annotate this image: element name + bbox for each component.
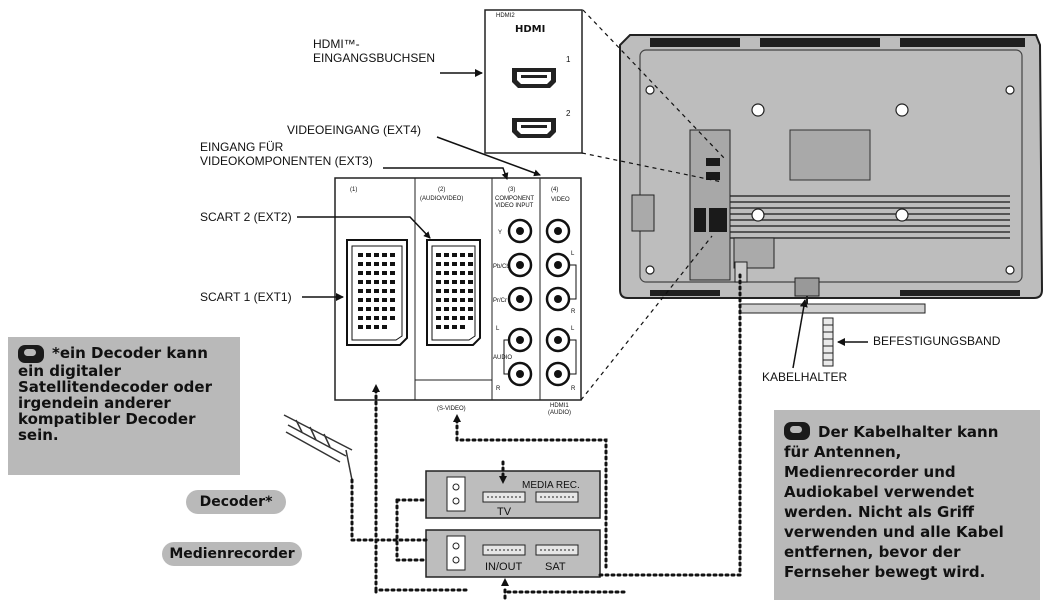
hdmi1-audio-label-2: (AUDIO) bbox=[548, 410, 571, 416]
audio-label: AUDIO bbox=[493, 355, 512, 361]
antenna-icon bbox=[283, 414, 353, 481]
recorder-sat-label: SAT bbox=[545, 561, 566, 573]
scart1-label: SCART 1 (EXT1) bbox=[200, 290, 292, 304]
holder-note-line-8: Fernseher bewegt wird. bbox=[784, 563, 986, 581]
hdmi-logo: HDMI bbox=[515, 24, 545, 35]
holder-note-line-6: verwenden und alle Kabel bbox=[784, 523, 1004, 541]
col3-label: (3) bbox=[508, 187, 515, 193]
video-r-label: R bbox=[571, 309, 576, 315]
hdmi-port-2-label: 2 bbox=[566, 109, 571, 118]
hdmi-header-text: HDMI2 bbox=[496, 13, 515, 19]
holder-note-line-4: Audiokabel verwendet bbox=[784, 483, 974, 501]
cable-paths bbox=[350, 273, 742, 600]
decoder-note-line-6: sein. bbox=[18, 426, 59, 444]
svideo-label: (S-VIDEO) bbox=[437, 406, 466, 412]
col4-sub-label: VIDEO bbox=[551, 197, 570, 203]
video-ext4-label: VIDEOEINGANG (EXT4) bbox=[287, 123, 422, 137]
decoder-note-line-4: irgendein anderer bbox=[18, 394, 171, 412]
decoder-note-line-5: kompatibler Decoder bbox=[18, 410, 196, 428]
media-recorder-device bbox=[425, 529, 601, 578]
recorder-inout-label: IN/OUT bbox=[485, 561, 523, 573]
col2-label: (2) bbox=[438, 187, 445, 193]
decoder-device bbox=[425, 470, 601, 519]
holder-note-line-5: werden. Nicht als Griff bbox=[784, 503, 975, 521]
audio-r-label: R bbox=[496, 386, 501, 392]
holder-note-line-2: für Antennen, bbox=[784, 443, 902, 461]
col4-label: (4) bbox=[551, 187, 558, 193]
holder-note-line-7: entfernen, bevor der bbox=[784, 543, 961, 561]
holder-note-line-3: Medienrecorder und bbox=[784, 463, 956, 481]
hdmi-port-1-label: 1 bbox=[566, 55, 571, 64]
col3-sub1-label: COMPONENT bbox=[495, 196, 534, 202]
decoder-note-line-2: ein digitaler bbox=[18, 362, 121, 380]
hdmi-audio-r-label: R bbox=[571, 386, 576, 392]
pointing-hand-icon bbox=[784, 422, 810, 440]
hdmi-audio-l-label: L bbox=[571, 326, 575, 332]
strap-label: BEFESTIGUNGSBAND bbox=[873, 334, 1001, 348]
pb-label: Pb/Cb bbox=[493, 264, 510, 270]
decoder-note-box: *ein Decoder kann ein digitaler Satellit… bbox=[8, 337, 240, 475]
cable-holder-label: KABELHALTER bbox=[762, 370, 848, 384]
pr-label: Pr/Cr bbox=[493, 298, 507, 304]
component-label-2: VIDEOKOMPONENTEN (EXT3) bbox=[200, 154, 373, 168]
decoder-note-line-1: *ein Decoder kann bbox=[52, 344, 208, 362]
tv-back bbox=[619, 34, 1044, 367]
holder-note-line-1: Der Kabelhalter kann bbox=[818, 423, 999, 441]
video-l-label: L bbox=[571, 251, 575, 257]
decoder-note-line-3: Satellitendecoder oder bbox=[18, 378, 212, 396]
col1-label: (1) bbox=[350, 187, 357, 193]
connector-panel bbox=[334, 177, 582, 401]
hdmi-input-panel bbox=[484, 9, 583, 154]
pointing-hand-icon bbox=[18, 345, 44, 363]
hdmi1-audio-label-1: HDMI1 bbox=[550, 403, 569, 409]
component-label-1: EINGANG FÜR bbox=[200, 140, 284, 154]
decoder-media-rec-label: MEDIA REC. bbox=[522, 480, 580, 491]
hdmi-inputs-label-1: HDMI™- bbox=[313, 37, 360, 51]
col2-sub-label: (AUDIO/VIDEO) bbox=[420, 196, 463, 202]
hdmi-inputs-label-2: EINGANGSBUCHSEN bbox=[313, 51, 436, 65]
y-label: Y bbox=[498, 230, 502, 236]
scart2-label: SCART 2 (EXT2) bbox=[200, 210, 292, 224]
decoder-pill-label: Decoder* bbox=[186, 490, 286, 514]
col3-sub2-label: VIDEO INPUT bbox=[495, 203, 534, 209]
audio-l-label: L bbox=[496, 326, 500, 332]
media-recorder-pill-label: Medienrecorder bbox=[162, 542, 302, 566]
decoder-tv-label: TV bbox=[497, 506, 512, 518]
cable-holder-note-box: Der Kabelhalter kann für Antennen, Medie… bbox=[774, 410, 1040, 600]
